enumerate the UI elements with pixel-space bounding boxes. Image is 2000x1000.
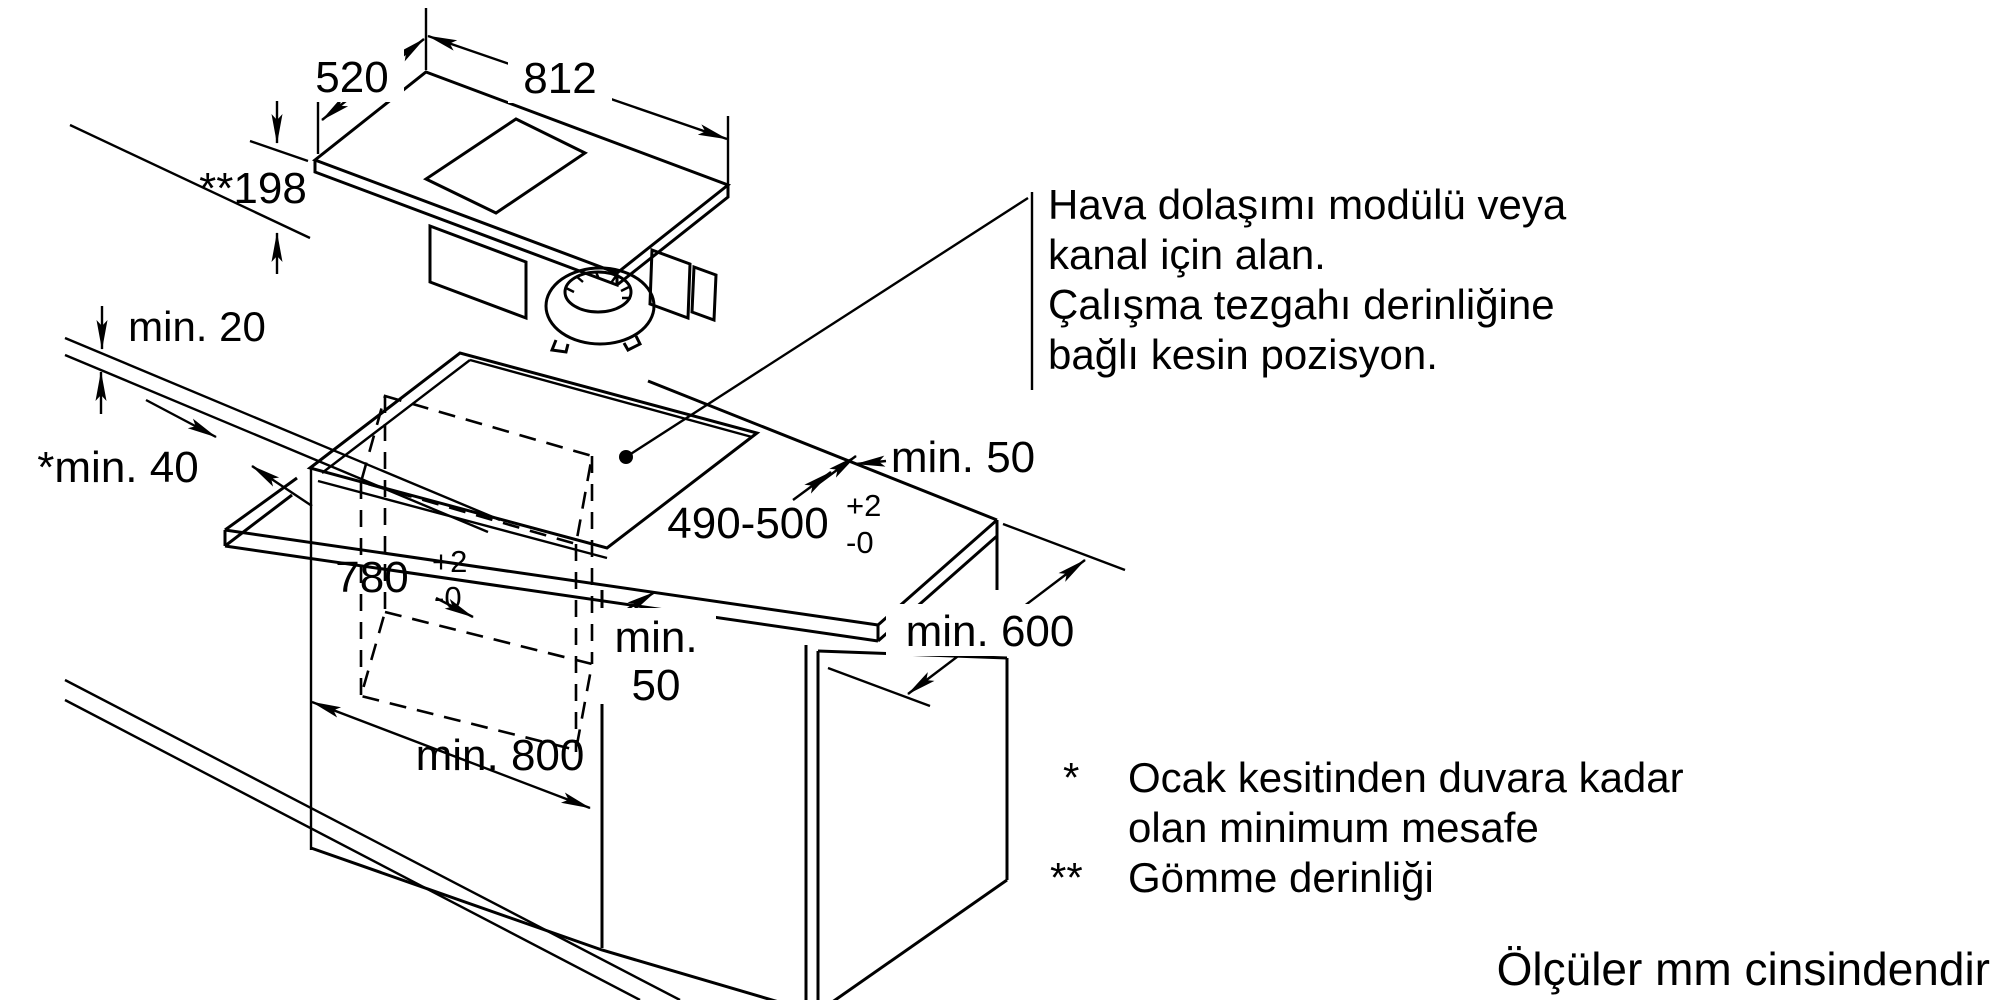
clearance-side-line1: min. (614, 613, 697, 662)
side-panel-bottom-edge (832, 878, 1008, 1000)
clearance-side-line2: 50 (632, 661, 681, 710)
wall-line-inner (64, 353, 489, 534)
cutout-width-tol-minus: -0 (434, 580, 462, 615)
footnote-dstar-text: Gömme derinliği (1128, 854, 1434, 901)
label-780: 780 +2 -0 (335, 544, 467, 615)
units-note: Ölçüler mm cinsindendir (1497, 943, 1990, 995)
footnote-dstar-symbol: ** (1050, 854, 1083, 901)
leader-line (625, 196, 1029, 459)
worktop-left-end-top (224, 476, 298, 532)
hob-module-box (428, 223, 528, 321)
install-depth-label: **198 (199, 164, 307, 213)
worktop-left-end-bottom (224, 493, 293, 548)
hob-vent-panel (422, 117, 588, 215)
wall-clearance-side-label: *min. 40 (37, 443, 198, 492)
blower-foot-right (622, 335, 643, 352)
wall-line-outer (64, 336, 501, 522)
min50-top-arrow (855, 455, 887, 467)
min800-dim-line (311, 700, 591, 810)
hob-glass-thickness (313, 160, 730, 288)
duct-dashed-bottom (359, 610, 594, 752)
min40-arrow-left (145, 398, 217, 439)
worktop-front-thickness (224, 544, 879, 643)
footnote-star-line1: Ocak kesitinden duvara kadar (1128, 754, 1684, 801)
label-min600: min. 600 (886, 604, 1096, 656)
footnote-star-line2: olan minimum mesafe (1128, 804, 1539, 851)
worktop-front-edge (224, 528, 879, 627)
plinth-line-1 (64, 678, 681, 1000)
label-812: 812 (508, 47, 612, 103)
cutout-lip-front (317, 479, 608, 560)
d198-extension-line (69, 123, 311, 240)
blower-foot-left (549, 339, 570, 354)
d490-arrow-a (792, 471, 832, 501)
d490-arrow-b (817, 455, 857, 485)
hob-bracket-right-1 (648, 247, 692, 321)
duct-dashed-top (359, 394, 594, 546)
air-module-note-line1: Hava dolaşımı modülü veya (1048, 181, 1567, 228)
hob-depth-label: 520 (315, 53, 388, 102)
d198-tick-top (249, 139, 309, 163)
min40-arrow-right (251, 465, 313, 507)
cutout-width-tol-plus: +2 (432, 544, 467, 579)
cutout-depth-tol-minus: -0 (846, 525, 874, 560)
label-520: 520 (300, 46, 404, 102)
cutout-lip-left (321, 359, 471, 474)
cutout-width-label: 780 (335, 553, 408, 602)
label-490-500: 490-500 +2 -0 (667, 488, 881, 560)
hob-bracket-right-2 (690, 264, 718, 323)
cutout-depth-tol-plus: +2 (846, 488, 881, 523)
wall-clearance-back-label: min. 20 (128, 303, 266, 350)
clearance-back-top-label: min. 50 (891, 433, 1035, 482)
cutout-outline (306, 351, 761, 550)
air-module-note-line4: bağlı kesin pozisyon. (1048, 331, 1438, 378)
footnotes: * Ocak kesitinden duvara kadar olan mini… (1050, 754, 1684, 901)
footnote-star-symbol: * (1063, 754, 1079, 801)
air-module-note-line3: Çalışma tezgahı derinliğine (1048, 281, 1555, 328)
plinth-line-2 (64, 698, 641, 1000)
air-module-note-line2: kanal için alan. (1048, 231, 1326, 278)
hob-width-label: 812 (523, 54, 596, 103)
air-module-note: Hava dolaşımı modülü veya kanal için ala… (1048, 181, 1567, 378)
blower-inlet-ring (563, 270, 633, 314)
label-min50-center: min. 50 (600, 608, 716, 710)
min600-ext-front (827, 666, 931, 708)
worktop-depth-label: min. 600 (906, 607, 1075, 656)
min600-ext-back (1002, 522, 1126, 572)
cabinet-bottom-front-edge (310, 846, 778, 1000)
cabinet-width-label: min. 800 (416, 731, 585, 780)
d780-pointer-arrow (435, 596, 474, 619)
cutout-depth-label: 490-500 (667, 499, 828, 548)
blower-spokes (565, 271, 631, 300)
cutout-lip-back (469, 358, 753, 439)
